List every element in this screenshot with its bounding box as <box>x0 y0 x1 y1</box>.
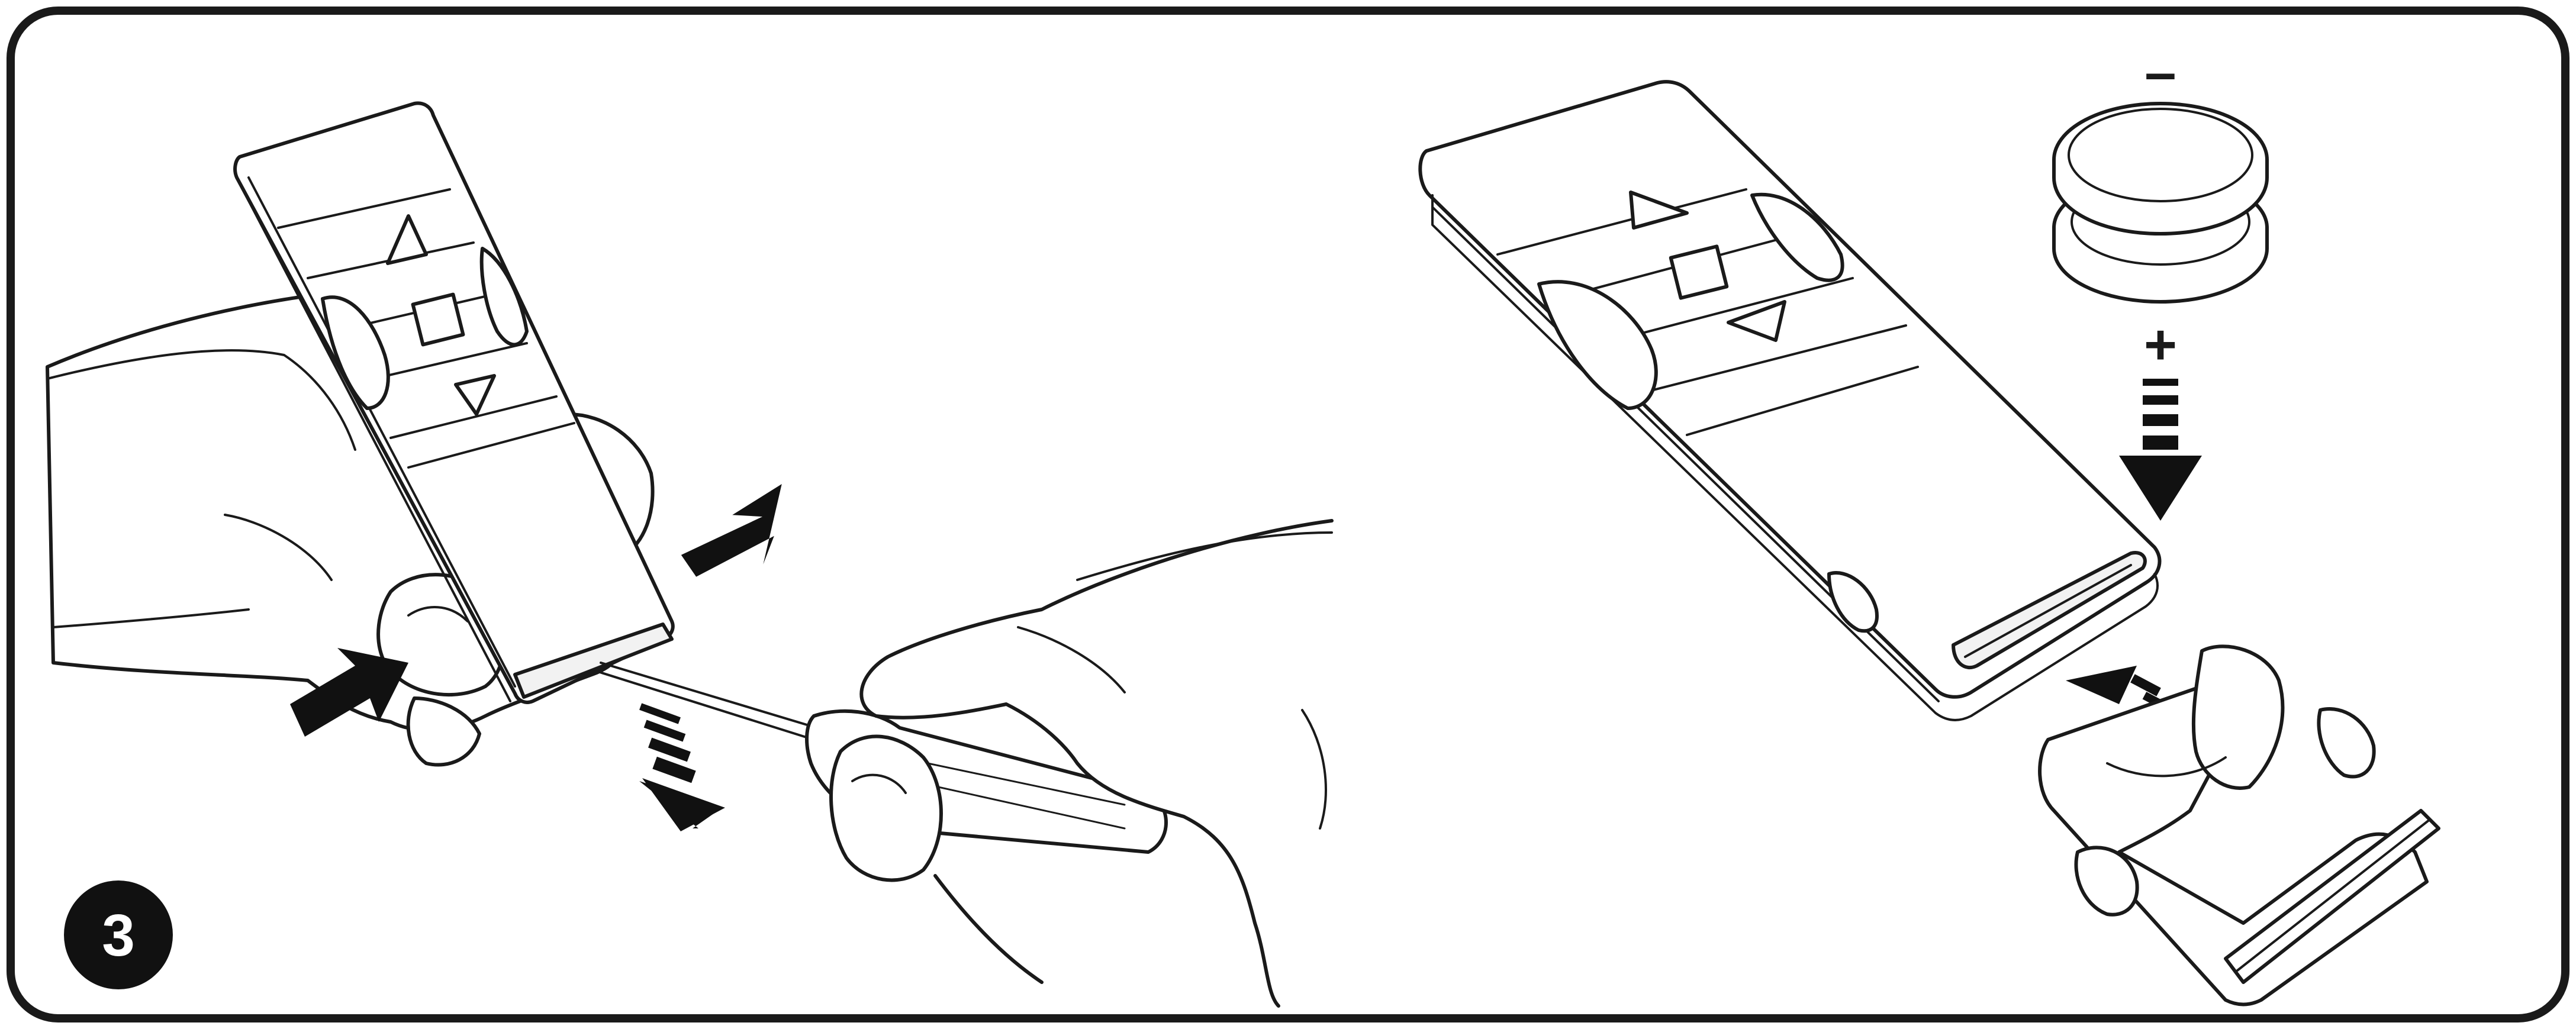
battery-negative-label: – <box>2144 41 2176 104</box>
battery-positive-label: + <box>2144 313 2177 376</box>
stop-square-icon <box>1671 246 1727 298</box>
step-number: 3 <box>102 902 135 969</box>
stop-square-icon <box>413 295 463 345</box>
step-number-badge: 3 <box>64 880 173 989</box>
